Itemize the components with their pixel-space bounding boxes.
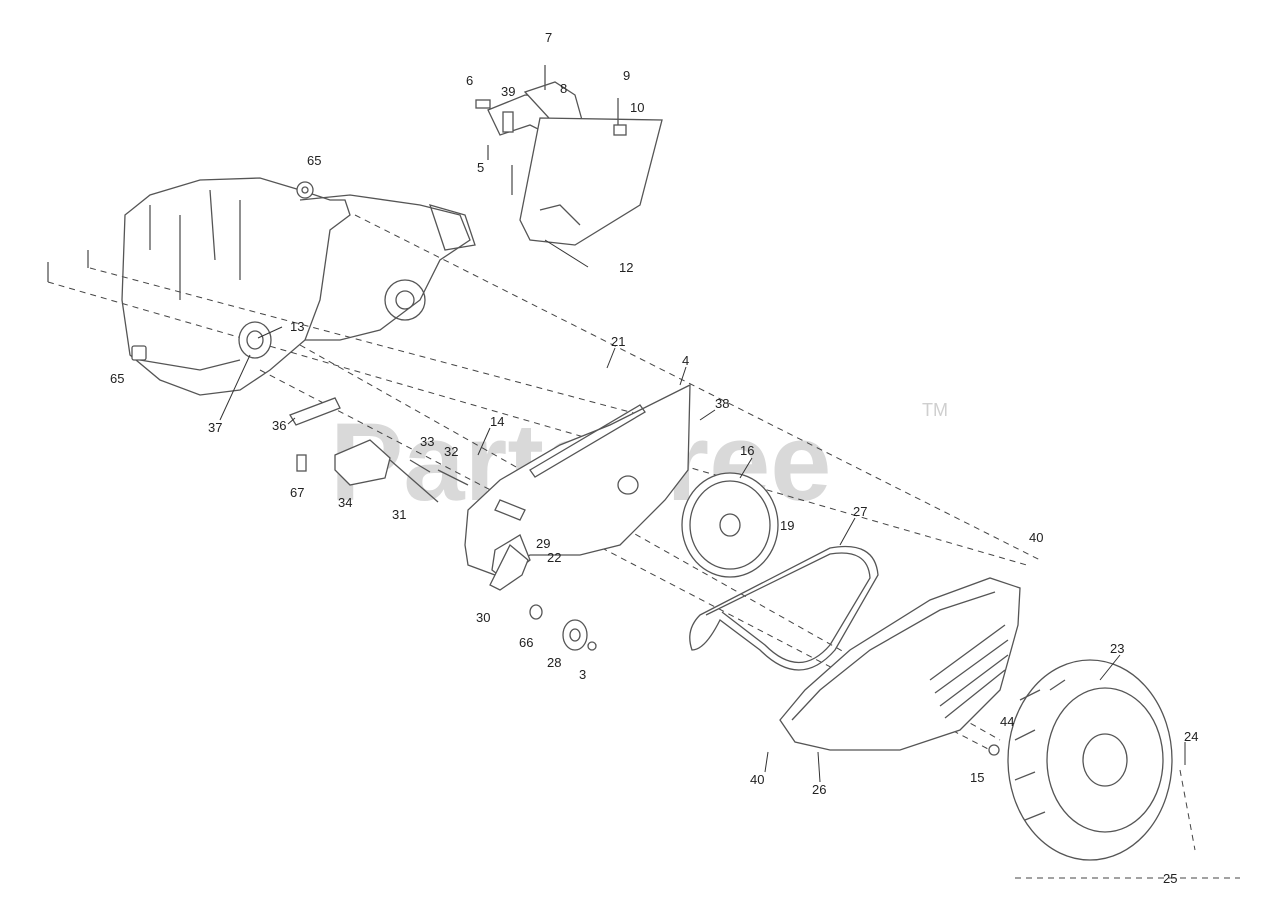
callout-label: 16: [740, 443, 754, 458]
callout-label: 65: [110, 371, 124, 386]
callout-label: 29: [536, 536, 550, 551]
callout-label: 33: [420, 434, 434, 449]
callout-label: 44: [1000, 714, 1014, 729]
callout-label: 13: [290, 319, 304, 334]
callout-label: 36: [272, 418, 286, 433]
callout-label: 5: [477, 160, 484, 175]
engine-assembly: [121, 177, 476, 396]
callout-label: 21: [611, 334, 625, 349]
callout-label: 32: [444, 444, 458, 459]
callout-label: 38: [715, 396, 729, 411]
callout-label: 19: [780, 518, 794, 533]
callout-label: 23: [1110, 641, 1124, 656]
hardware-left: [47, 181, 469, 503]
callout-label: 3: [579, 667, 586, 682]
callout-label: 6: [466, 73, 473, 88]
callout-label: 40: [1029, 530, 1043, 545]
callout-label: 8: [560, 81, 567, 96]
callout-label: 15: [970, 770, 984, 785]
callout-label: 10: [630, 100, 644, 115]
callout-label: 37: [208, 420, 222, 435]
callout-label: 65: [307, 153, 321, 168]
callout-label: 40: [750, 772, 764, 787]
callout-labels: 7 6 39 8 9 10 5 12 65 13 65 37 21 4 38 3…: [110, 30, 1198, 886]
leader-lines: [219, 239, 1186, 783]
callout-label: 67: [290, 485, 304, 500]
tire-wheel: [988, 659, 1173, 861]
top-bracket-assembly: [475, 65, 663, 246]
callout-label: 27: [853, 504, 867, 519]
callout-label: 14: [490, 414, 504, 429]
drive-belt: [689, 545, 879, 671]
callout-label: 28: [547, 655, 561, 670]
callout-label: 39: [501, 84, 515, 99]
callout-label: 31: [392, 507, 406, 522]
callout-label: 4: [682, 353, 689, 368]
belt-cover: [779, 577, 1021, 751]
idler-pulley: [489, 543, 597, 651]
callout-label: 22: [547, 550, 561, 565]
large-pulley: [681, 472, 779, 578]
callout-label: 26: [812, 782, 826, 797]
callout-label: 12: [619, 260, 633, 275]
callout-label: 34: [338, 495, 352, 510]
callout-label: 7: [545, 30, 552, 45]
watermark-trademark: TM: [922, 400, 948, 420]
callout-label: 25: [1163, 871, 1177, 886]
callout-label: 9: [623, 68, 630, 83]
callout-label: 66: [519, 635, 533, 650]
callout-label: 30: [476, 610, 490, 625]
callout-label: 24: [1184, 729, 1198, 744]
